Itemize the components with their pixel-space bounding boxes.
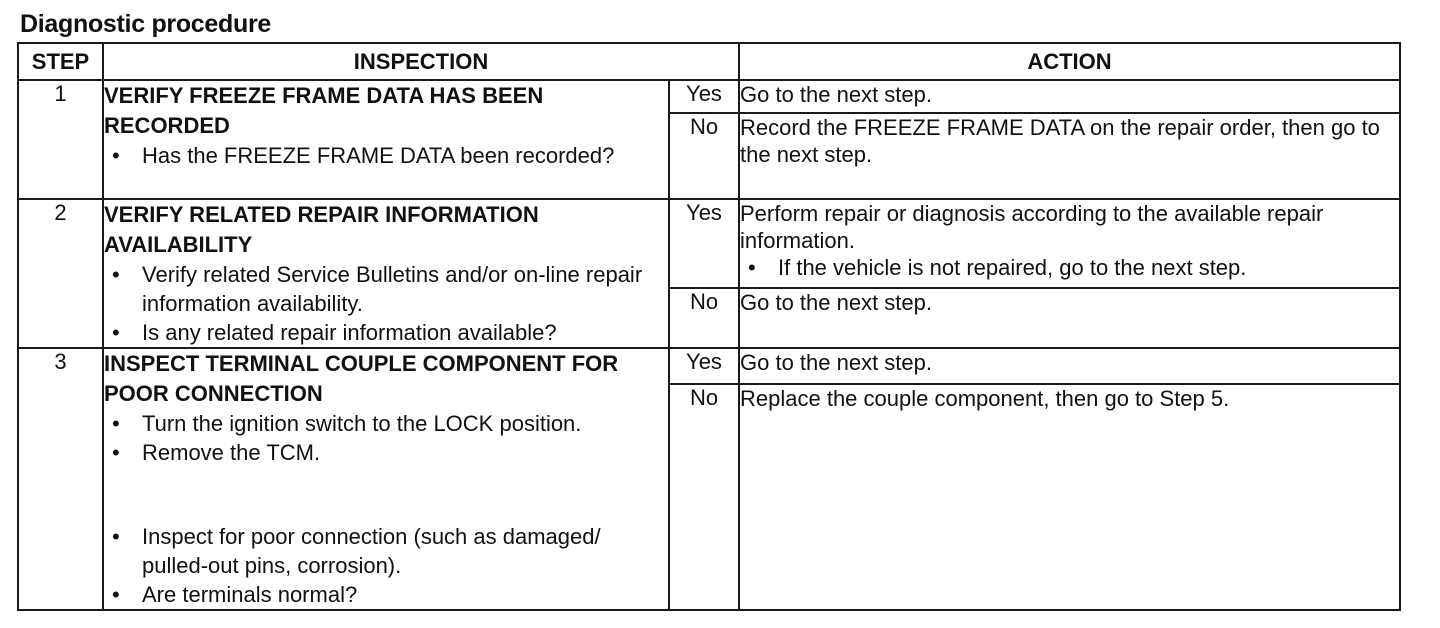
table-row: No Replace the couple component, then go… xyxy=(18,382,1401,612)
inspection-bullet: Inspect for poor connection (such as dam… xyxy=(104,522,668,580)
step-number: 3 xyxy=(17,347,104,611)
inspection-bullet: Verify related Service Bulletins and/or … xyxy=(104,260,668,318)
table-row: 3 INSPECT TERMINAL COUPLE COMPONENT FOR … xyxy=(17,347,1401,611)
table-row: No Record the FREEZE FRAME DATA on the r… xyxy=(18,112,1401,200)
yes-action-cell: Perform repair or diagnosis according to… xyxy=(738,198,1401,289)
no-label: No xyxy=(668,112,740,200)
no-label: No xyxy=(668,382,740,612)
inspection-bullet: Is any related repair information availa… xyxy=(104,318,668,347)
inspection-heading: VERIFY RELATED REPAIR INFORMATION AVAILA… xyxy=(104,202,539,257)
page-title: Diagnostic procedure xyxy=(20,10,271,38)
inspection-cell: VERIFY RELATED REPAIR INFORMATION AVAILA… xyxy=(102,198,670,349)
table-row: 1 VERIFY FREEZE FRAME DATA HAS BEEN RECO… xyxy=(17,79,1401,200)
table-row: 2 VERIFY RELATED REPAIR INFORMATION AVAI… xyxy=(17,198,1401,349)
step-number: 2 xyxy=(17,198,104,349)
yes-label: Yes xyxy=(668,79,740,114)
no-action: Go to the next step. xyxy=(738,286,1401,350)
yes-action: Perform repair or diagnosis according to… xyxy=(740,201,1324,253)
no-label: No xyxy=(668,286,740,350)
diagnostic-table: STEP INSPECTION ACTION 1 VERIFY FREEZE F… xyxy=(17,42,1401,612)
table-row: No Go to the next step. xyxy=(18,286,1401,350)
inspection-cell: VERIFY FREEZE FRAME DATA HAS BEEN RECORD… xyxy=(102,79,670,200)
inspection-bullet: Has the FREEZE FRAME DATA been recorded? xyxy=(104,141,668,170)
action-bullet: If the vehicle is not repaired, go to th… xyxy=(740,254,1399,281)
inspection-bullet: Remove the TCM. xyxy=(104,438,668,467)
header-row: STEP INSPECTION ACTION xyxy=(17,42,1401,81)
inspection-bullet: Are terminals normal? xyxy=(104,580,668,609)
inspection-bullet: Turn the ignition switch to the LOCK pos… xyxy=(104,409,668,438)
yes-action: Go to the next step. xyxy=(738,79,1401,114)
inspection-heading: VERIFY FREEZE FRAME DATA HAS BEEN RECORD… xyxy=(104,83,544,138)
inspection-heading: INSPECT TERMINAL COUPLE COMPONENT FOR PO… xyxy=(104,351,619,406)
step-number: 1 xyxy=(17,79,104,200)
header-action: ACTION xyxy=(738,42,1401,81)
no-action: Record the FREEZE FRAME DATA on the repa… xyxy=(738,112,1401,200)
yes-label: Yes xyxy=(668,198,740,289)
yes-label: Yes xyxy=(668,347,740,385)
yes-action: Go to the next step. xyxy=(738,347,1401,385)
header-step: STEP xyxy=(17,42,104,81)
inspection-cell: INSPECT TERMINAL COUPLE COMPONENT FOR PO… xyxy=(102,347,670,611)
header-inspection: INSPECTION xyxy=(102,42,740,81)
no-action: Replace the couple component, then go to… xyxy=(738,382,1401,612)
